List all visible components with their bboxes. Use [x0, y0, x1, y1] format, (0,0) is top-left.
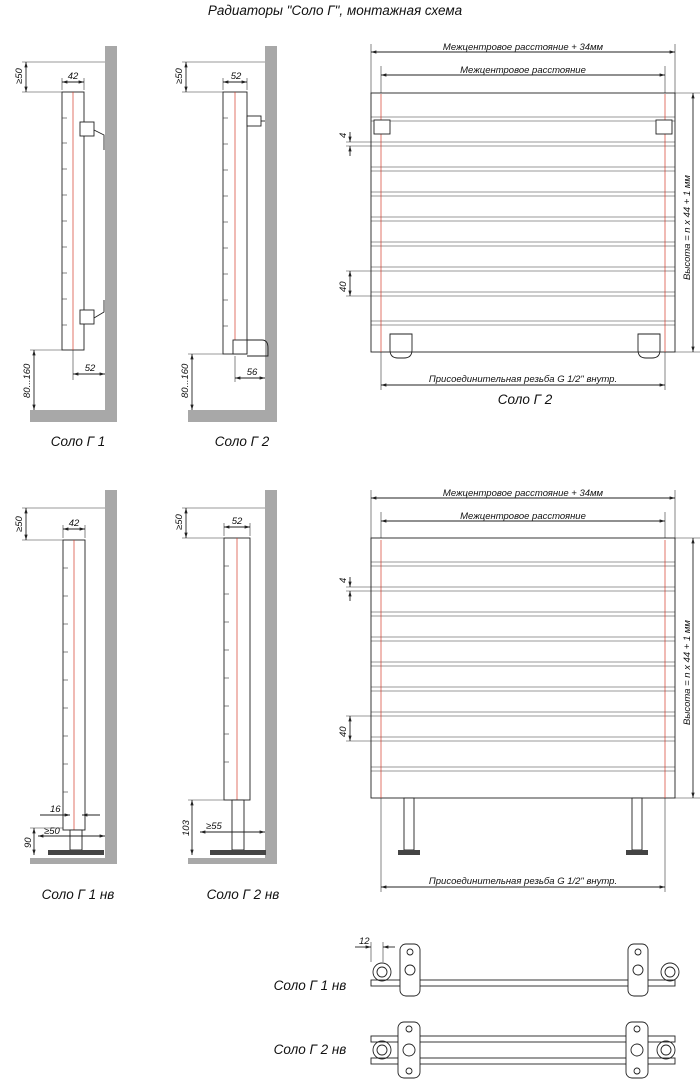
svg-text:42: 42	[68, 71, 79, 82]
svg-text:80...160: 80...160	[22, 363, 33, 398]
floor-leg	[403, 797, 415, 851]
diagram-title: Радиаторы "Соло Г", монтажная схема	[208, 3, 463, 18]
floor	[30, 410, 117, 422]
caption-top-solo-g1-nv: Соло Г 1 нв	[274, 978, 347, 993]
svg-text:Межцентровое расстояние + 34мм: Межцентровое расстояние + 34мм	[443, 488, 604, 499]
side-view-solo-g2: 52 ≥50 80...160 56	[174, 46, 277, 422]
foot-plate	[48, 850, 104, 855]
svg-text:Присоединительная резьба G 1/2: Присоединительная резьба G 1/2" внутр.	[429, 876, 617, 887]
caption-front-solo-g2: Соло Г 2	[498, 392, 553, 407]
svg-text:80...160: 80...160	[180, 363, 191, 398]
front-view-floor: Межцентровое расстояние + 34мм Межцентро…	[338, 488, 700, 892]
radiator-top	[370, 979, 676, 987]
caption-solo-g1-nv: Соло Г 1 нв	[42, 887, 115, 902]
caption-solo-g2: Соло Г 2	[215, 434, 270, 449]
svg-text:40: 40	[338, 281, 349, 292]
svg-text:≥50: ≥50	[174, 68, 185, 84]
svg-text:Межцентровое расстояние: Межцентровое расстояние	[460, 65, 586, 76]
radiator-top-back	[370, 1057, 676, 1065]
wall	[265, 46, 277, 422]
svg-text:Высота = n x 44 + 1 мм: Высота = n x 44 + 1 мм	[682, 620, 693, 725]
side-view-solo-g1: 42 ≥50 80...160 52	[14, 46, 117, 422]
wall	[105, 490, 117, 860]
floor-leg	[631, 797, 643, 851]
caption-solo-g2-nv: Соло Г 2 нв	[207, 887, 280, 902]
svg-text:103: 103	[181, 819, 192, 836]
svg-text:Межцентровое расстояние + 34мм: Межцентровое расстояние + 34мм	[443, 42, 604, 53]
svg-text:≥50: ≥50	[174, 514, 185, 530]
radiator-front	[370, 92, 676, 353]
svg-text:52: 52	[232, 516, 243, 527]
svg-text:56: 56	[247, 367, 258, 378]
svg-text:12: 12	[359, 936, 370, 947]
foot-plate	[210, 850, 266, 855]
floor	[188, 410, 277, 422]
svg-text:4: 4	[338, 578, 349, 583]
svg-text:90: 90	[23, 837, 34, 848]
wall	[265, 490, 277, 860]
svg-text:≥55: ≥55	[206, 821, 222, 832]
floor	[30, 858, 117, 864]
top-view-solo-g1-nv: 12	[355, 936, 680, 997]
svg-text:≥50: ≥50	[14, 516, 25, 532]
floor-leg	[69, 829, 83, 851]
top-view-solo-g2-nv	[370, 1021, 676, 1079]
side-view-solo-g1-nv: 42 ≥50 90 16 ≥50	[14, 490, 117, 864]
svg-text:≥50: ≥50	[44, 826, 60, 837]
radiator-front	[370, 537, 676, 799]
svg-text:Присоединительная резьба G 1/2: Присоединительная резьба G 1/2" внутр.	[429, 374, 617, 385]
caption-solo-g1: Соло Г 1	[51, 434, 105, 449]
svg-text:52: 52	[231, 71, 242, 82]
svg-text:42: 42	[69, 518, 80, 529]
svg-text:Межцентровое расстояние: Межцентровое расстояние	[460, 511, 586, 522]
svg-text:Высота = n x 44 + 1 мм: Высота = n x 44 + 1 мм	[682, 175, 693, 280]
svg-text:52: 52	[85, 363, 96, 374]
wall	[105, 46, 117, 422]
svg-text:40: 40	[338, 726, 349, 737]
radiator-top-front	[370, 1035, 676, 1043]
svg-text:16: 16	[50, 804, 61, 815]
front-view-solo-g2: Межцентровое расстояние + 34мм Межцентро…	[338, 42, 700, 390]
svg-text:≥50: ≥50	[14, 68, 25, 84]
side-view-solo-g2-nv: 52 ≥50 103 ≥55	[174, 490, 277, 864]
caption-top-solo-g2-nv: Соло Г 2 нв	[274, 1042, 347, 1057]
svg-text:4: 4	[338, 133, 349, 138]
floor-leg	[231, 799, 245, 851]
floor	[188, 858, 277, 864]
